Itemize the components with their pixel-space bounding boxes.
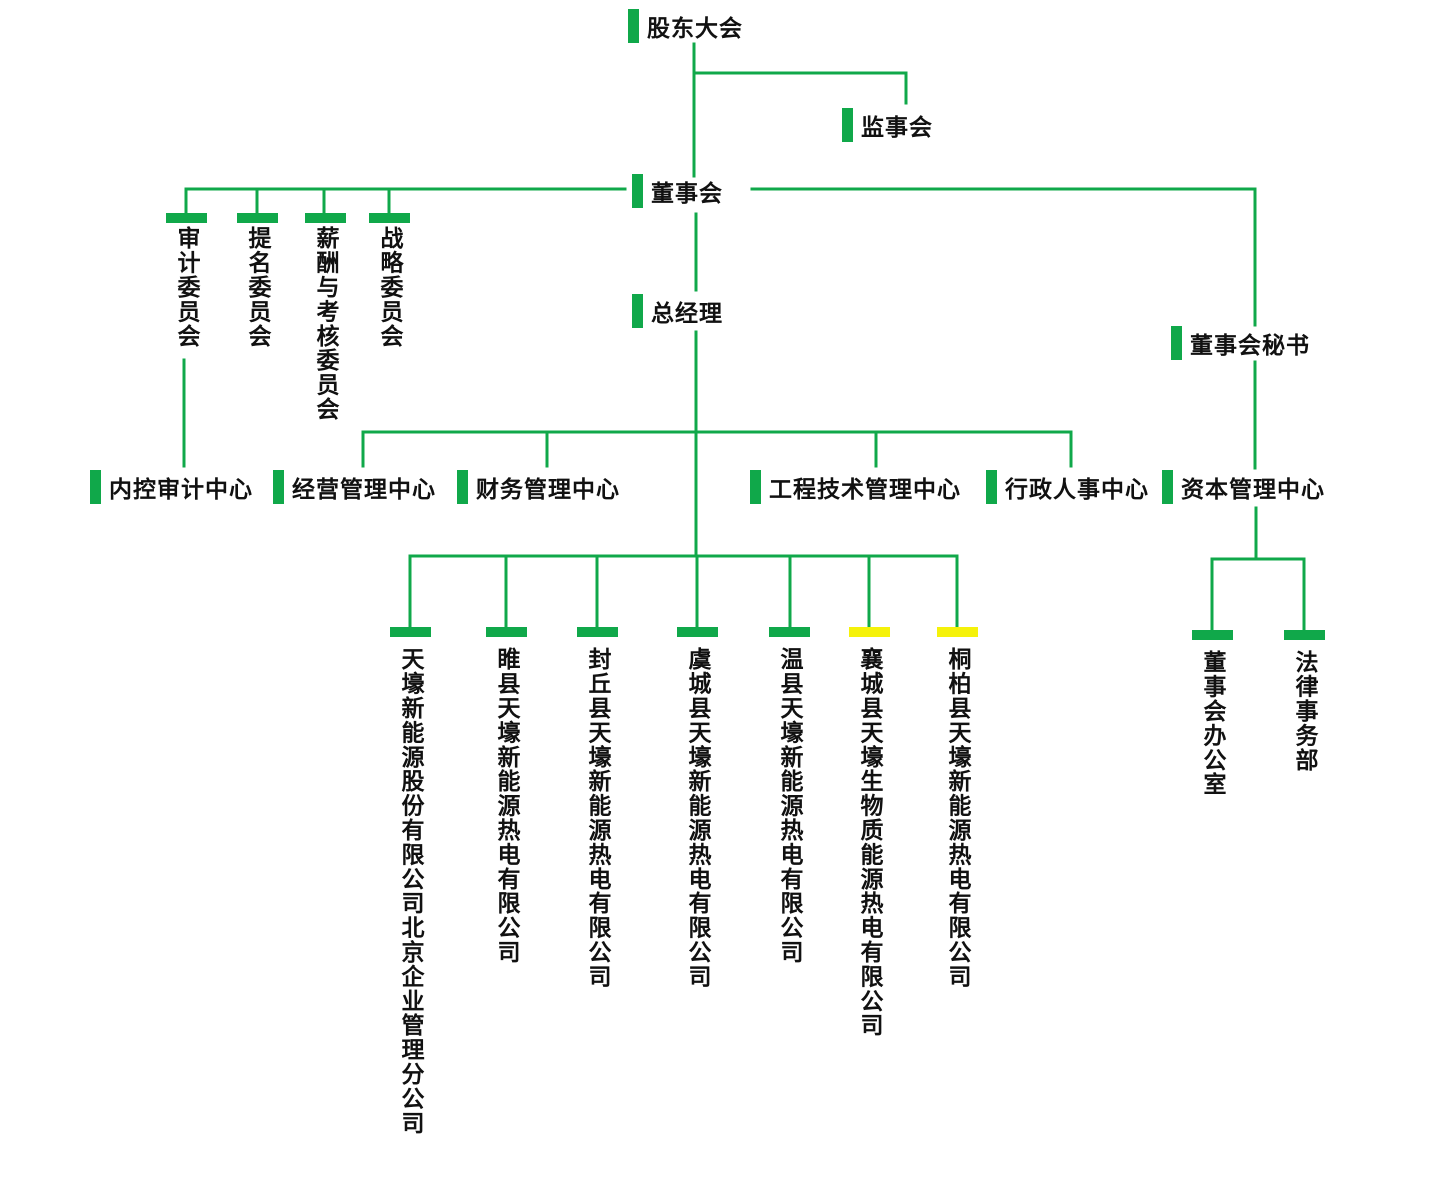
node-bar	[390, 627, 431, 637]
subsidiary-suixian: 睢县天壕新能源热电有限公司	[486, 627, 527, 964]
node-label: 股东大会	[647, 15, 743, 42]
subsidiary-label: 睢县天壕新能源热电有限公司	[493, 647, 520, 965]
center-label: 工程技术管理中心	[769, 476, 961, 503]
node-marker	[632, 294, 643, 328]
subsidiary-label: 虞城县天壕新能源热电有限公司	[684, 647, 711, 989]
office-board-office: 董事会办公室	[1192, 630, 1233, 796]
committee-nomination: 提名委员会	[237, 213, 278, 348]
node-board-secretary: 董事会秘书	[1171, 325, 1310, 361]
node-general-manager: 总经理	[632, 293, 723, 329]
subsidiary-fengqiu: 封丘县天壕新能源热电有限公司	[577, 627, 618, 989]
subsidiary-label: 桐柏县天壕新能源热电有限公司	[944, 647, 971, 989]
center-admin-hr: 行政人事中心	[986, 469, 1149, 505]
subsidiary-beijing-branch: 天壕新能源股份有限公司北京企业管理分公司	[390, 627, 431, 1135]
committee-strategy: 战略委员会	[369, 213, 410, 348]
office-label: 法律事务部	[1291, 650, 1318, 772]
center-label: 经营管理中心	[292, 476, 436, 503]
subsidiary-yucheng: 虞城县天壕新能源热电有限公司	[677, 627, 718, 989]
committee-compensation: 薪酬与考核委员会	[305, 213, 346, 421]
center-operations: 经营管理中心	[273, 469, 436, 505]
node-marker	[842, 108, 853, 142]
subsidiary-xiangcheng: 襄城县天壕生物质能源热电有限公司	[849, 627, 890, 1037]
node-bar-highlight	[937, 627, 978, 637]
node-bar	[486, 627, 527, 637]
center-engineering: 工程技术管理中心	[750, 469, 961, 505]
node-bar	[769, 627, 810, 637]
office-legal: 法律事务部	[1284, 630, 1325, 772]
center-label: 行政人事中心	[1005, 476, 1149, 503]
node-marker	[628, 9, 639, 43]
subsidiary-label: 温县天壕新能源热电有限公司	[776, 647, 803, 965]
node-bar	[166, 213, 207, 223]
subsidiary-label: 封丘县天壕新能源热电有限公司	[584, 647, 611, 989]
node-label: 总经理	[651, 300, 723, 327]
committee-label: 战略委员会	[376, 226, 403, 348]
committee-label: 审计委员会	[173, 226, 200, 348]
node-shareholders: 股东大会	[628, 8, 743, 44]
node-bar	[237, 213, 278, 223]
center-label: 资本管理中心	[1181, 476, 1325, 503]
node-bar	[1284, 630, 1325, 640]
node-board: 董事会	[632, 173, 723, 209]
node-marker	[273, 470, 284, 504]
node-bar	[677, 627, 718, 637]
node-bar-highlight	[849, 627, 890, 637]
node-label: 董事会秘书	[1190, 332, 1310, 359]
node-bar	[1192, 630, 1233, 640]
node-bar	[305, 213, 346, 223]
node-label: 监事会	[861, 114, 933, 141]
node-label: 董事会	[651, 180, 723, 207]
committee-label: 薪酬与考核委员会	[312, 226, 339, 422]
node-bar	[369, 213, 410, 223]
node-supervisors: 监事会	[842, 107, 933, 143]
subsidiary-label: 天壕新能源股份有限公司北京企业管理分公司	[397, 647, 424, 1135]
subsidiary-label: 襄城县天壕生物质能源热电有限公司	[856, 647, 883, 1038]
subsidiary-wenxian: 温县天壕新能源热电有限公司	[769, 627, 810, 964]
node-marker	[1171, 326, 1182, 360]
node-marker	[457, 470, 468, 504]
node-bar	[577, 627, 618, 637]
center-label: 内控审计中心	[109, 476, 253, 503]
node-marker	[90, 470, 101, 504]
node-marker	[632, 174, 643, 208]
node-marker	[1162, 470, 1173, 504]
node-marker	[986, 470, 997, 504]
center-capital: 资本管理中心	[1162, 469, 1325, 505]
node-marker	[750, 470, 761, 504]
subsidiary-tongbai: 桐柏县天壕新能源热电有限公司	[937, 627, 978, 989]
center-internal-audit: 内控审计中心	[90, 469, 253, 505]
center-label: 财务管理中心	[476, 476, 620, 503]
center-finance: 财务管理中心	[457, 469, 620, 505]
committee-audit: 审计委员会	[166, 213, 207, 348]
office-label: 董事会办公室	[1199, 650, 1226, 797]
committee-label: 提名委员会	[244, 226, 271, 348]
